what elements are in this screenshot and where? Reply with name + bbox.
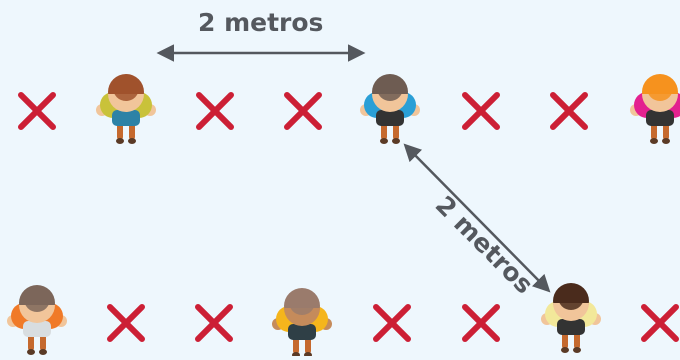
people: [7, 74, 680, 358]
diagonal-distance-arrow: [403, 143, 551, 293]
empty-spot-x-icon: [196, 92, 234, 130]
empty-spot-x-icon: [107, 304, 145, 342]
empty-spot-x-icon: [18, 92, 56, 130]
person-light-yellow-shirt-bottom-icon: [541, 283, 601, 353]
person-blue-shirt-top-icon: [360, 74, 420, 144]
empty-spot-x-icon: [641, 304, 679, 342]
horizontal-distance-label: 2 metros: [198, 8, 324, 37]
empty-spots: [18, 92, 679, 342]
person-curly-hair-bottom-icon: [272, 288, 332, 358]
person-pink-shirt-top-icon: [630, 74, 680, 144]
person-orange-shirt-bottom-icon: [7, 285, 67, 355]
empty-spot-x-icon: [373, 304, 411, 342]
empty-spot-x-icon: [550, 92, 588, 130]
empty-spot-x-icon: [462, 304, 500, 342]
person-yellow-shirt-top-icon: [96, 74, 156, 144]
empty-spot-x-icon: [195, 304, 233, 342]
empty-spot-x-icon: [284, 92, 322, 130]
empty-spot-x-icon: [462, 92, 500, 130]
